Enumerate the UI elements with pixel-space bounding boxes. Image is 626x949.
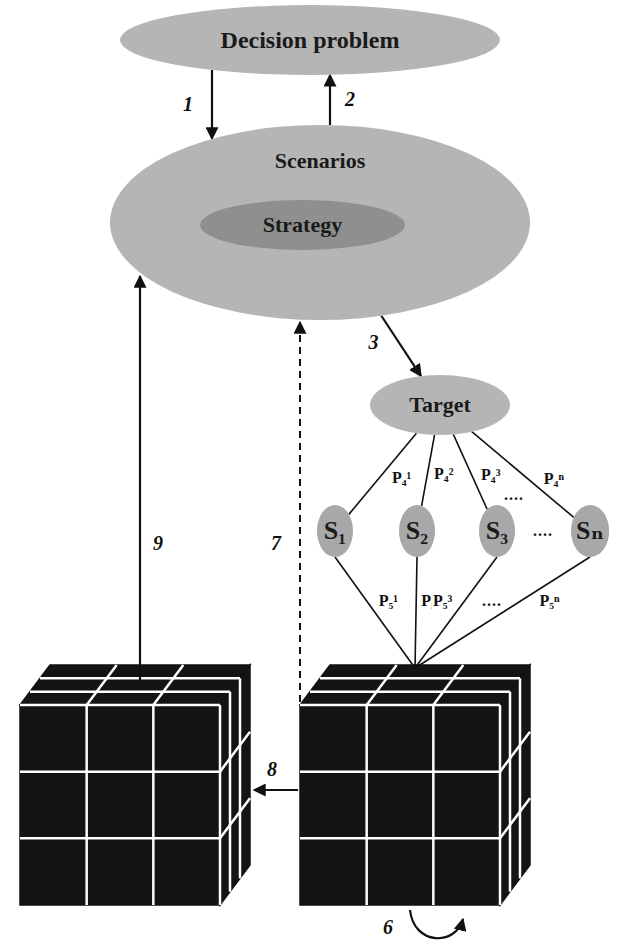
cube-grid	[432, 705, 435, 905]
step-number: 6	[382, 916, 394, 939]
step-number: 3	[368, 331, 380, 354]
step-number: 8	[266, 758, 278, 781]
probability-label: P₄ⁿ	[543, 470, 565, 488]
node-text: Target	[409, 393, 471, 417]
cube-grid	[220, 798, 250, 838]
text-holder: Target	[370, 375, 510, 435]
cube-face	[300, 705, 500, 905]
cube-grid	[365, 705, 368, 905]
step-number: 9	[152, 532, 164, 555]
text-holder: S₂	[399, 505, 435, 557]
probability-line	[415, 557, 590, 668]
probability-label: P₅¹	[378, 592, 399, 610]
cube	[300, 665, 530, 905]
ellipse-shape	[110, 125, 530, 320]
cube-grid	[153, 665, 183, 705]
cube-grid	[519, 678, 522, 878]
cube-grid	[433, 665, 463, 705]
cube-grid	[152, 705, 155, 905]
flow-arrow	[381, 316, 421, 376]
cube-grid	[220, 732, 250, 772]
target-ellipse: Target	[370, 375, 510, 435]
text-holder: Sₙ	[571, 505, 609, 557]
cube-grid	[300, 704, 500, 707]
cube-grid	[500, 732, 530, 772]
cube-grid	[85, 705, 88, 905]
probability-line	[349, 433, 417, 514]
ellipse-shape	[317, 505, 353, 557]
node-text: S₂	[406, 517, 428, 546]
cube-grid	[300, 770, 500, 773]
feedback-arrow	[139, 276, 141, 682]
transfer-arrow	[254, 789, 298, 791]
node-text: S₃	[486, 517, 508, 546]
cube-grid	[310, 690, 510, 693]
text-holder: Strategy	[200, 200, 405, 250]
cube-grid	[20, 704, 220, 707]
ellipse-shape	[200, 200, 405, 250]
cube-grid	[229, 692, 232, 892]
probability-line	[415, 557, 497, 668]
probability-line	[472, 432, 574, 518]
cube-face	[220, 665, 250, 905]
probability-lines	[335, 557, 590, 668]
probability-label: P₄¹	[391, 469, 412, 487]
ellipse-shape	[399, 505, 435, 557]
cube-grid	[30, 690, 230, 693]
cube-face	[20, 705, 220, 905]
ellipse-shape	[120, 5, 500, 75]
cube-grid	[20, 837, 220, 840]
flow-arrow	[211, 70, 213, 139]
cube-grid	[499, 705, 502, 905]
cube-face	[20, 665, 250, 705]
text-holder: S₃	[479, 505, 515, 557]
cube-grid	[320, 677, 520, 680]
cube-face	[300, 665, 530, 705]
cube-grid	[239, 678, 242, 878]
flow-arrow	[329, 75, 331, 125]
cube-face	[500, 665, 530, 905]
dashed-feedback-arrow	[299, 322, 301, 702]
cube-grid	[219, 705, 222, 905]
node-text: S₁	[324, 517, 346, 546]
cube-grid	[300, 837, 500, 840]
node-text: Decision problem	[221, 27, 400, 53]
node-text: Sₙ	[576, 517, 604, 546]
text-holder: S₁	[317, 505, 353, 557]
loop-arrow	[410, 910, 463, 938]
ellipsis-dots: ....	[481, 592, 503, 610]
scenario-node: S₁	[317, 505, 353, 557]
ellipsis-dots: ....	[532, 522, 554, 540]
scenarios-ellipse: ScenariosStrategy	[110, 125, 530, 320]
probability-label: P₄³	[480, 466, 501, 484]
ellipse-shape	[370, 375, 510, 435]
probability-label: P₄²	[433, 465, 454, 483]
cube-grid	[367, 665, 397, 705]
scenario-node: S₂	[399, 505, 435, 557]
ellipsis-dots: ....	[503, 486, 525, 504]
cube-grid	[500, 798, 530, 838]
probability-label: P₅³	[432, 592, 453, 610]
ellipse-shape	[571, 505, 609, 557]
step-number: 1	[182, 93, 194, 116]
text-holder: Decision problem	[120, 5, 500, 75]
step-number: 2	[344, 88, 356, 111]
scenario-node: S₃	[479, 505, 515, 557]
cube-grid	[509, 692, 512, 892]
step-number: 7	[270, 532, 282, 555]
problem-ellipse: Decision problem	[120, 5, 500, 75]
cube	[20, 665, 250, 905]
probability-line	[335, 557, 415, 668]
scenario-node: Sₙ	[571, 505, 609, 557]
node-text: Strategy	[263, 213, 342, 237]
strategy-ellipse: Strategy	[200, 200, 405, 250]
probability-label: P₅ⁿ	[538, 592, 560, 610]
probability-line	[415, 557, 417, 668]
cube-grid	[87, 665, 117, 705]
cube-figures	[20, 665, 530, 905]
node-text: Scenarios	[275, 149, 365, 173]
cube-grid	[20, 770, 220, 773]
ellipse-shape	[479, 505, 515, 557]
